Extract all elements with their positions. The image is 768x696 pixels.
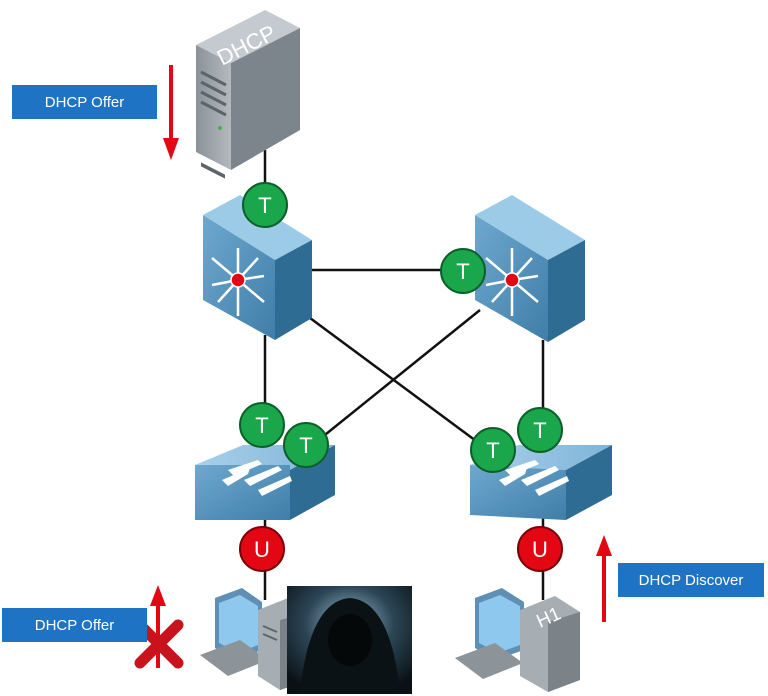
untrusted-port-label: U bbox=[532, 537, 548, 562]
trusted-port-badge: T bbox=[470, 427, 516, 473]
trusted-port-label: T bbox=[456, 259, 469, 284]
trusted-port-badge: T bbox=[239, 402, 285, 448]
links bbox=[263, 150, 545, 600]
link-dist1-access2 bbox=[309, 316, 496, 457]
trusted-port-label: T bbox=[258, 193, 271, 218]
dhcp-offer-callout-bottom: DHCP Offer bbox=[2, 608, 147, 642]
trusted-port-badge: T bbox=[517, 407, 563, 453]
hooded-attacker-icon bbox=[287, 586, 412, 694]
untrusted-port-badge: U bbox=[517, 526, 563, 572]
dhcp-server-icon: DHCP bbox=[196, 10, 300, 179]
multilayer-switch-icon-right bbox=[475, 195, 585, 342]
dhcp-discover-callout: DHCP Discover bbox=[618, 563, 764, 597]
offer-down-arrow bbox=[163, 65, 179, 160]
trusted-port-label: T bbox=[255, 413, 268, 438]
link-dist2-access1 bbox=[299, 309, 481, 456]
trusted-port-badge: T bbox=[242, 182, 288, 228]
trusted-port-badge: T bbox=[440, 248, 486, 294]
untrusted-port-badge: U bbox=[239, 526, 285, 572]
multilayer-switch-icon-left bbox=[203, 195, 312, 340]
pc-icon-right: H1 bbox=[455, 588, 580, 692]
trusted-port-label: T bbox=[533, 418, 546, 443]
trusted-port-label: T bbox=[486, 438, 499, 463]
discover-up-arrow bbox=[596, 535, 612, 622]
port-badges: T T T T T T U U bbox=[239, 182, 563, 572]
trusted-port-badge: T bbox=[283, 422, 329, 468]
dhcp-offer-callout-top: DHCP Offer bbox=[12, 85, 157, 119]
untrusted-port-label: U bbox=[254, 537, 270, 562]
trusted-port-label: T bbox=[299, 433, 312, 458]
